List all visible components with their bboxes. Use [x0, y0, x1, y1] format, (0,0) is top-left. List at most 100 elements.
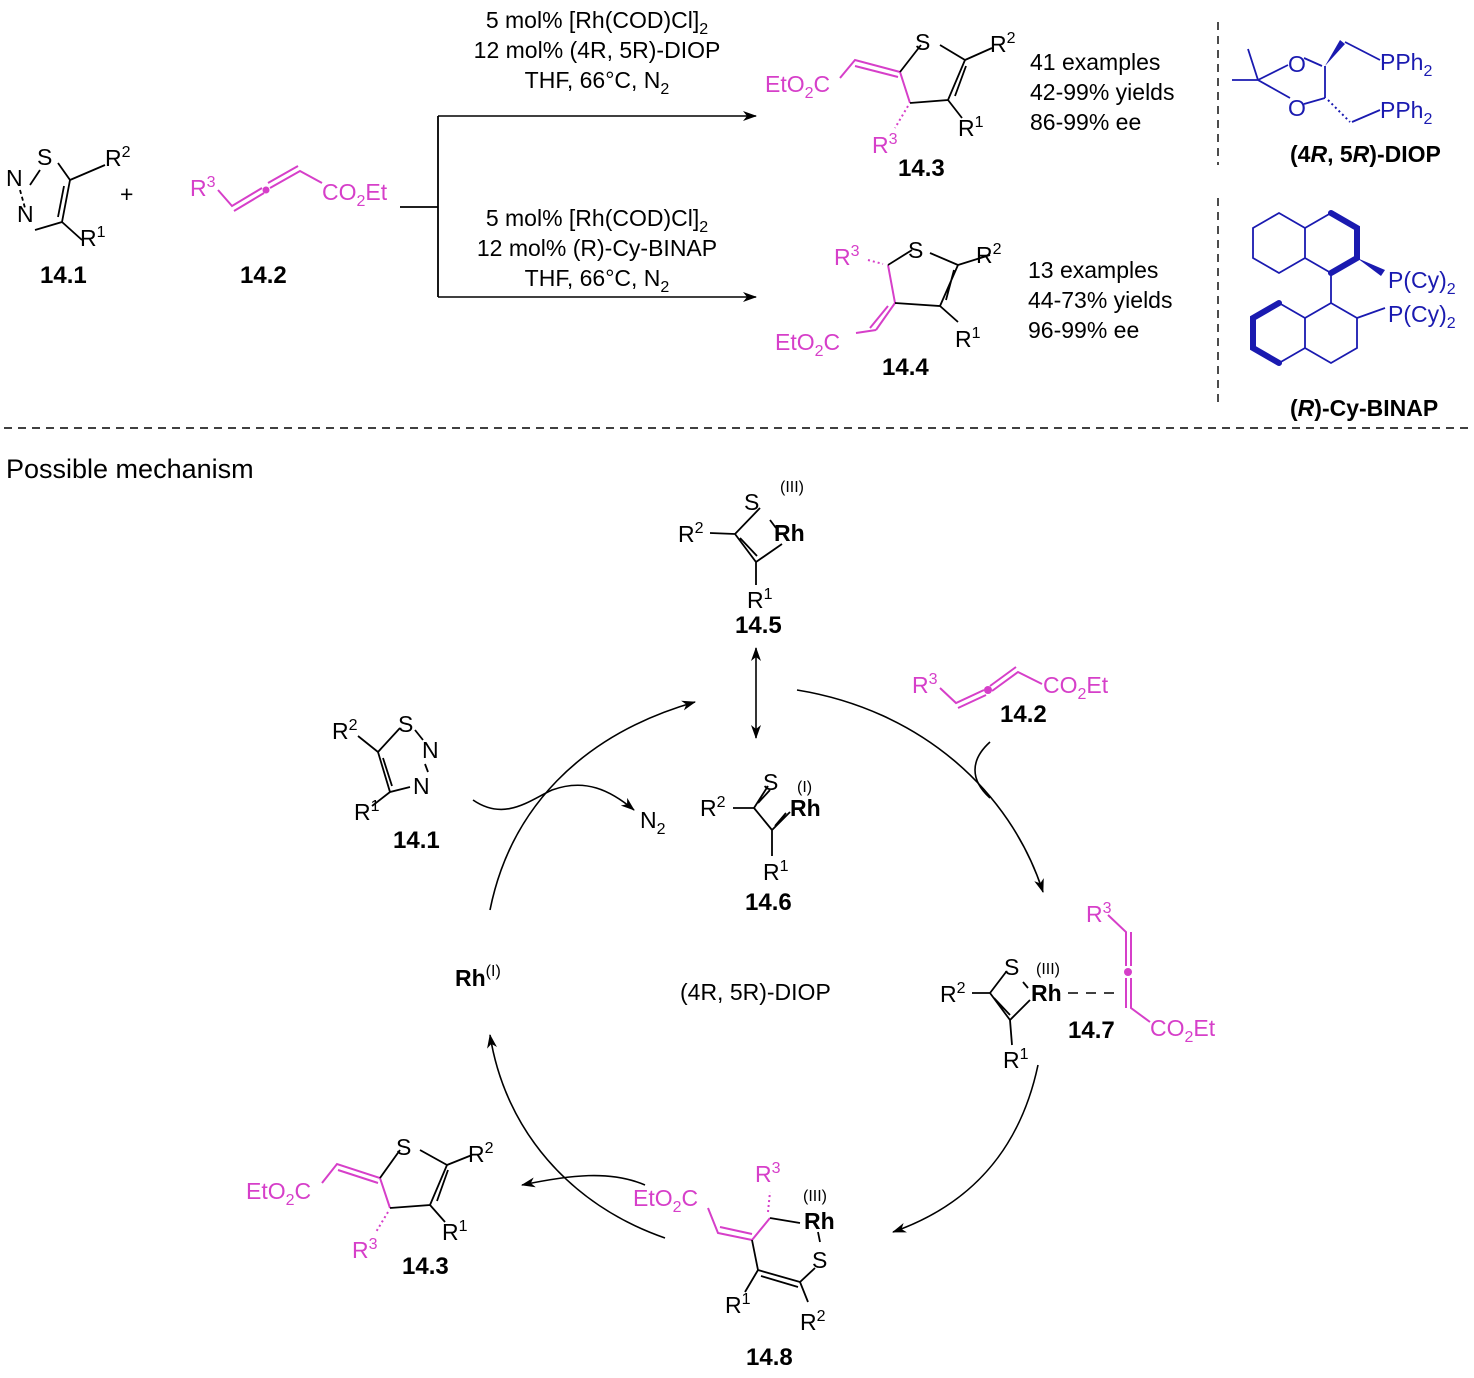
allene-center-dot: [984, 686, 992, 694]
stats-top: 41 examples 42-99% yields 86-99% ee: [1030, 49, 1174, 135]
chem-text: 14.3: [402, 1253, 449, 1280]
bond-line: [709, 507, 783, 585]
cycle-arrow-right-bottom: [892, 1064, 1039, 1233]
chem-text: PPh2: [1380, 97, 1432, 128]
chem-text: EtO: [633, 1185, 673, 1211]
chem-text: CO2Et: [1150, 1015, 1216, 1046]
ligand-cy-binap: P(Cy)2 P(Cy)2 (R)-Cy-BINAP: [1250, 210, 1456, 421]
conditions-bottom: 5 mol% [Rh(COD)Cl]2 12 mol% (R)-Cy-BINAP…: [477, 205, 717, 296]
ligand-name: (R)-Cy-BINAP: [1290, 395, 1438, 421]
chem-text: R: [80, 225, 97, 251]
chem-text: R: [912, 672, 929, 698]
atom-N: N: [17, 201, 34, 227]
mechanism-title: Possible mechanism: [6, 454, 254, 484]
chem-text: R: [352, 1237, 369, 1263]
chem-text: 2: [817, 1308, 826, 1325]
chem-text: 13 examples: [1028, 257, 1158, 283]
chem-text: R3: [1086, 900, 1112, 927]
bond-line: [321, 1162, 391, 1209]
chem-text: 1: [780, 858, 789, 875]
compound-14-4: S R3 EtO2C R2 R1 14.4: [775, 237, 1002, 381]
chem-text: 2: [699, 219, 708, 236]
bond-line: [1252, 211, 1332, 275]
catalyst-rh: Rh(I): [455, 963, 501, 991]
chem-text: 2: [993, 241, 1002, 258]
chem-text: 2: [485, 1140, 494, 1157]
chem-text: 2: [815, 343, 824, 360]
chem-text: S: [812, 1247, 827, 1273]
chem-text: 3: [369, 1236, 378, 1253]
chem-text: R: [1298, 395, 1315, 421]
chem-text: P(Cy): [1388, 301, 1447, 327]
chem-text: R2: [800, 1308, 826, 1335]
chem-text: 12 mol% (4R, 5R)-DIOP: [474, 37, 721, 63]
chem-text: R: [958, 115, 975, 141]
chem-text: 2: [1447, 281, 1456, 298]
chem-text: R2: [332, 717, 358, 744]
chem-text: R: [834, 244, 851, 270]
chem-text: O: [1288, 95, 1306, 121]
chem-text: R: [976, 242, 993, 268]
compound-14-3: S EtO2C R2 R1 R3 14.3: [765, 29, 1016, 182]
chem-text: R1: [747, 586, 773, 613]
bond-line: [839, 58, 911, 104]
chem-text: R1: [725, 1291, 751, 1318]
chem-text: R: [990, 31, 1007, 57]
chem-text: R: [354, 799, 371, 825]
chem-text: R: [1003, 1047, 1020, 1073]
chem-text: R1: [442, 1218, 468, 1245]
chem-text: R: [1310, 141, 1327, 167]
chem-text: R1: [354, 798, 380, 825]
intermediate-14-8: EtO2C R3 (III) Rh S R1 R2 14.8: [633, 1160, 835, 1371]
chem-text: 3: [772, 1160, 781, 1177]
bond-line: [379, 1149, 473, 1223]
ester-group: CO2Et: [322, 179, 388, 210]
allene-entry-arrow: [974, 741, 991, 799]
chem-text: 2: [695, 520, 704, 537]
bond-line: [899, 44, 993, 119]
chem-text: R2: [976, 241, 1002, 268]
bond-line: [400, 116, 439, 297]
bond-line: [1344, 41, 1381, 61]
bond-line: [1325, 40, 1345, 66]
chem-text: R2: [678, 520, 704, 547]
chem-text: 2: [1423, 111, 1432, 128]
substituent-R3: R3: [190, 174, 216, 201]
chem-text: 42-99% yields: [1030, 79, 1174, 105]
chem-text: 1: [742, 1291, 751, 1308]
chem-text: 5 mol% [Rh(COD)Cl]: [486, 205, 699, 231]
chem-text: R3: [912, 671, 938, 698]
chem-text: 2: [1007, 30, 1016, 47]
chem-text: (4: [1290, 141, 1311, 167]
chem-text: CO: [1150, 1015, 1185, 1041]
bond-line: [357, 727, 429, 807]
chem-text: 14.5: [735, 612, 782, 639]
chem-text: R3: [352, 1236, 378, 1263]
bond-line: [1278, 302, 1306, 364]
chem-text: 3: [851, 243, 860, 260]
allene-14-2: R3 CO2Et 14.2: [912, 666, 1109, 728]
chem-text: 2: [1447, 315, 1456, 332]
cycle-arrow-left-bottom: [487, 1034, 666, 1239]
chem-text: PPh2: [1380, 49, 1432, 80]
chem-text: 14.1: [393, 827, 440, 854]
bond-line: [57, 185, 65, 218]
substrate-14-1: S N N R2 R1 14.1: [332, 711, 440, 854]
chem-text: Et: [1086, 672, 1108, 698]
ligand-diop: O O PPh2 PPh2 (4R, 5R)-DIOP: [1232, 40, 1441, 167]
allene-center-dot: [262, 186, 270, 194]
chem-text: EtO2C: [765, 71, 830, 102]
chem-text: C: [295, 1178, 312, 1204]
chem-text: 2: [286, 1192, 295, 1209]
chem-text: R1: [1003, 1046, 1029, 1073]
chem-text: S: [763, 769, 778, 795]
chem-text: (I): [797, 779, 812, 796]
atom-N: N: [6, 165, 23, 191]
chem-text: 2: [657, 821, 666, 838]
chem-text: THF, 66°C, N2: [525, 265, 670, 296]
chem-text: (: [1290, 395, 1298, 421]
chem-text: S: [396, 1134, 411, 1160]
bond-line: [1328, 210, 1360, 276]
chem-text: 12 mol% (R)-Cy-BINAP: [477, 235, 717, 261]
